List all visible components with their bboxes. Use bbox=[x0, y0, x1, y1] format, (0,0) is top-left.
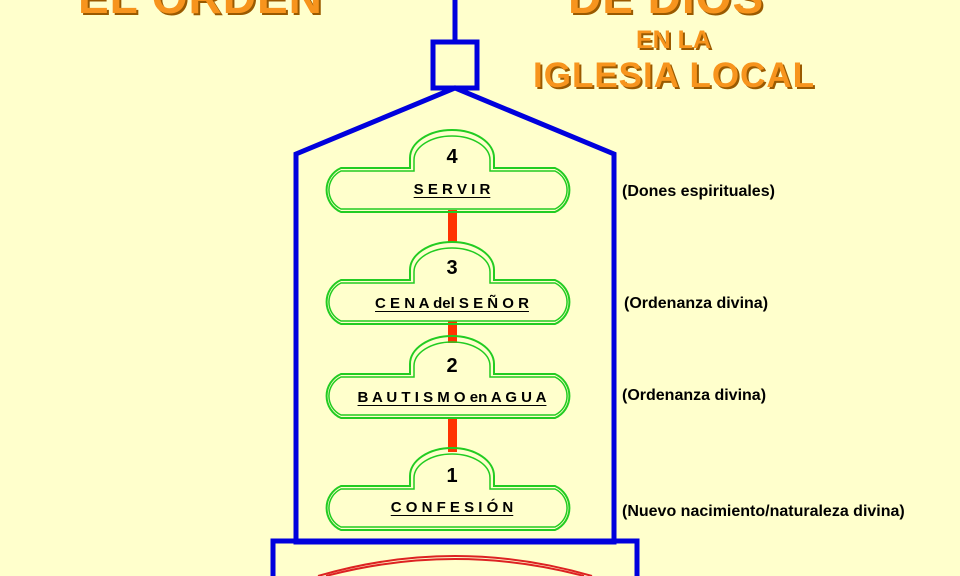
title-line2: EN LA bbox=[636, 26, 711, 54]
step-2-number: 2 bbox=[446, 355, 458, 377]
connector-2-1 bbox=[448, 417, 457, 452]
step-3-note: (Ordenanza divina) bbox=[624, 295, 769, 312]
step-4-note: (Dones espirituales) bbox=[622, 183, 775, 200]
base-arc-inner bbox=[325, 558, 585, 576]
church-outline bbox=[293, 85, 617, 545]
step-3-number: 3 bbox=[446, 257, 458, 279]
step-1-note: (Nuevo nacimiento/naturaleza divina) bbox=[622, 503, 905, 520]
step-1-label: C O N F E S I Ó N bbox=[390, 499, 514, 516]
step-2-note: (Ordenanza divina) bbox=[622, 387, 767, 404]
step-4-number: 4 bbox=[446, 146, 458, 168]
step-2-shape bbox=[325, 335, 571, 419]
step-3-shape bbox=[325, 241, 571, 325]
title-line1-left: EL ORDEN bbox=[78, 0, 323, 20]
step-1-shape bbox=[325, 447, 571, 531]
step-4-label: S E R V I R bbox=[413, 181, 491, 198]
step-1-number: 1 bbox=[446, 465, 458, 487]
title-line3: IGLESIA LOCAL bbox=[533, 56, 815, 95]
tower bbox=[430, 39, 480, 91]
church-base bbox=[270, 538, 640, 576]
step-4-shape bbox=[325, 129, 571, 213]
title-line1-right: DE DIOS bbox=[568, 0, 764, 20]
step-3-label: C E N A del S E Ñ O R bbox=[375, 295, 529, 312]
connector-3-2 bbox=[448, 321, 457, 343]
base-arc-outer bbox=[317, 555, 593, 576]
connector-4-3 bbox=[448, 210, 457, 242]
step-2-label: B A U T I S M O en A G U A bbox=[357, 389, 547, 406]
